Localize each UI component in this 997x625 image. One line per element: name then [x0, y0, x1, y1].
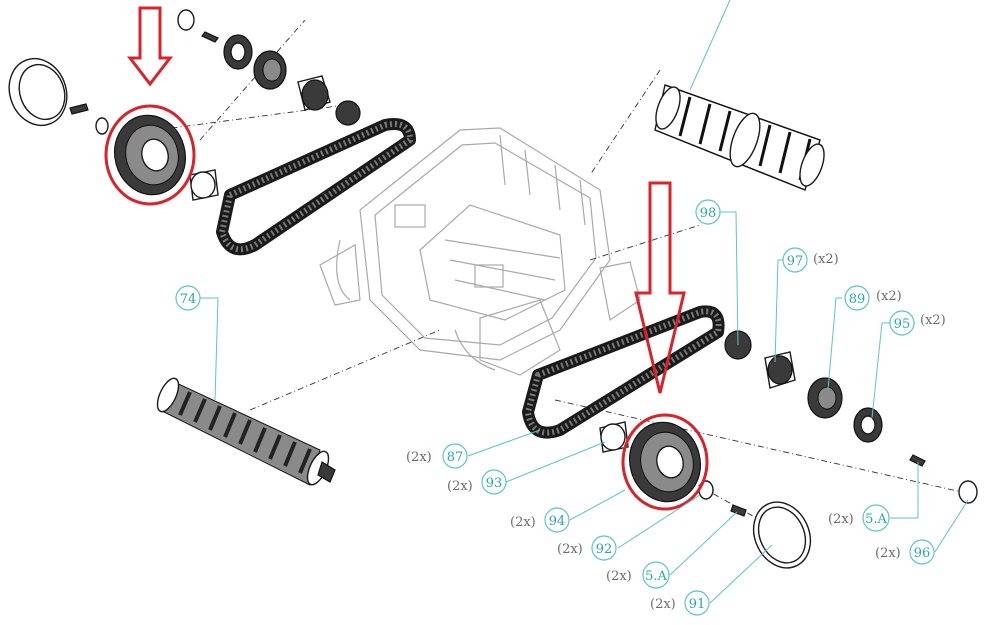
- callout-96-qty: (2x): [875, 546, 901, 561]
- left-drive-wheel-highlight: [104, 6, 196, 206]
- left-screw: [69, 103, 89, 115]
- right-wheel-circle: [621, 413, 709, 511]
- callout-95-qty: (x2): [920, 313, 946, 328]
- callout-98: 98: [695, 199, 721, 225]
- left-drive-assembly: [8, 9, 361, 201]
- callout-98-label: 98: [700, 206, 717, 221]
- right-screw: [730, 504, 747, 517]
- callout-91-label: 91: [689, 597, 706, 612]
- callout-5a-center-qty: (2x): [606, 569, 632, 584]
- callout-94: 94 (2x): [510, 507, 570, 533]
- callout-94-qty: (2x): [510, 515, 536, 530]
- left-track-belt: [216, 118, 416, 256]
- callout-89-qty: (x2): [876, 289, 902, 304]
- right-drive-wheel-highlight: [621, 181, 709, 511]
- callout-87-label: 87: [447, 450, 464, 465]
- callout-5a-center-label: 5.A: [645, 569, 667, 584]
- callout-95: 95 (x2): [889, 310, 946, 336]
- callout-97: 97 (x2): [782, 247, 839, 273]
- callout-74: 74: [175, 285, 201, 311]
- left-down-arrow-icon: [126, 6, 174, 87]
- callout-91: 91 (2x): [650, 590, 710, 616]
- callout-5a-right: 5.A (2x): [828, 504, 890, 532]
- callout-93: 93 (2x): [447, 469, 507, 495]
- left-wheel-circle: [104, 104, 196, 206]
- robot-body-frame: [319, 127, 641, 376]
- callout-96-label: 96: [914, 546, 931, 561]
- far-right-screw: [909, 454, 926, 467]
- right-down-arrow-icon: [634, 181, 686, 394]
- callout-92-label: 92: [596, 542, 613, 557]
- right-track-belt: [522, 305, 725, 439]
- callout-leaders: [200, 211, 969, 604]
- callout-5a-right-qty: (2x): [828, 512, 854, 527]
- left-drive-wheel: [114, 114, 186, 196]
- callout-93-label: 93: [486, 476, 503, 491]
- top-roller: [335, 100, 361, 126]
- callout-93-qty: (2x): [447, 479, 473, 494]
- callout-92: 92 (2x): [557, 535, 617, 561]
- callout-5a-center: 5.A (2x): [606, 561, 670, 589]
- bottom-left-brush-roller: [156, 377, 336, 486]
- left-washer: [95, 117, 109, 135]
- callout-95-label: 95: [894, 317, 911, 332]
- callout-91-qty: (2x): [650, 597, 676, 612]
- callout-97-label: 97: [787, 254, 804, 269]
- top-screw: [201, 31, 219, 43]
- right-drive-assembly: [599, 330, 978, 569]
- callout-5a-right-label: 5.A: [865, 512, 887, 527]
- callout-96: 96 (2x): [875, 539, 935, 565]
- callout-94-label: 94: [549, 514, 566, 529]
- callout-97-qty: (x2): [813, 252, 839, 267]
- callout-89: 89 (x2): [844, 285, 902, 311]
- callout-87-qty: (2x): [406, 450, 432, 465]
- top-right-brush-roller: [654, 0, 825, 191]
- far-right-small-cap: [958, 480, 978, 504]
- top-small-cap: [177, 9, 195, 31]
- callout-87: 87 (2x): [406, 443, 468, 469]
- callout-89-label: 89: [849, 292, 866, 307]
- callout-74-label: 74: [180, 292, 197, 307]
- right-drive-wheel: [629, 421, 701, 503]
- callout-92-qty: (2x): [557, 542, 583, 557]
